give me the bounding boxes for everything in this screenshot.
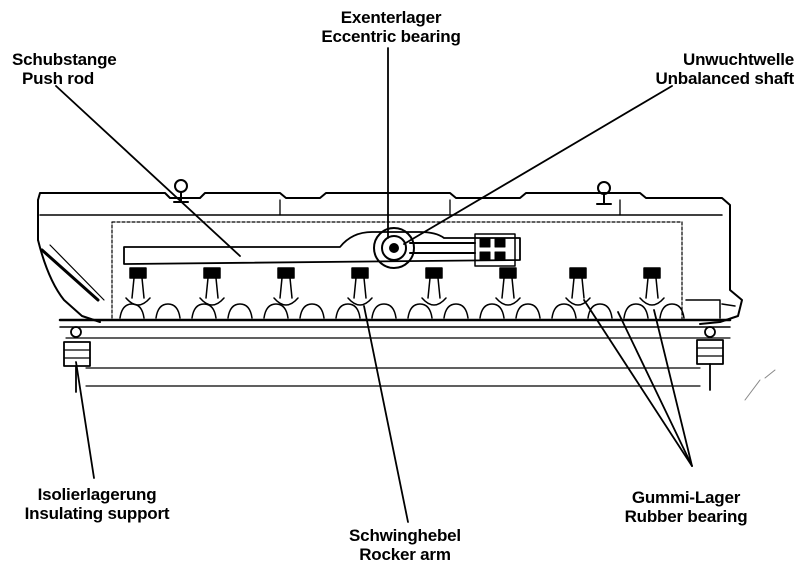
rocker-arm — [421, 267, 447, 306]
label-push-rod: Schubstange Push rod — [12, 50, 117, 88]
label-unbalanced-shaft-de: Unwuchtwelle — [683, 50, 794, 69]
leader-insulating-support — [75, 361, 95, 479]
leader-unbalanced-shaft — [403, 85, 673, 245]
label-eccentric-bearing: Exenterlager Eccentric bearing — [308, 8, 474, 46]
label-rocker-arm-en: Rocker arm — [359, 545, 451, 564]
label-rubber-bearing-en: Rubber bearing — [624, 507, 748, 526]
leader-push-rod — [55, 85, 241, 257]
trough-housing — [37, 192, 743, 328]
label-unbalanced-shaft-en: Unbalanced shaft — [655, 69, 795, 88]
rocker-arm — [565, 267, 591, 306]
label-insulating-support-en: Insulating support — [24, 504, 170, 523]
label-insulating-support-de: Isolierlagerung — [37, 485, 157, 504]
lifting-eye-right — [596, 181, 612, 205]
rocker-arm — [125, 267, 151, 306]
label-rubber-bearing: Gummi-Lager Rubber bearing — [606, 488, 766, 526]
leader-rocker-arm — [363, 305, 409, 523]
rocker-arm — [273, 267, 299, 306]
label-rubber-bearing-de: Gummi-Lager — [631, 488, 741, 507]
insulating-support-left — [63, 326, 91, 393]
rocker-arm — [639, 267, 665, 306]
eccentric-bearing-shaft — [373, 227, 516, 269]
leader-lines — [55, 47, 693, 523]
leader-rubber-bearing-2 — [617, 311, 693, 467]
leader-rubber-bearing-3 — [653, 309, 693, 467]
label-push-rod-de: Schubstange — [12, 50, 117, 69]
rocker-arm — [199, 267, 225, 306]
label-push-rod-en: Push rod — [22, 69, 95, 88]
rocker-arm-row — [125, 267, 665, 306]
label-eccentric-bearing-en: Eccentric bearing — [321, 27, 461, 46]
label-rocker-arm: Schwinghebel Rocker arm — [330, 526, 480, 564]
label-eccentric-bearing-de: Exenterlager — [340, 8, 442, 27]
rocker-arm — [347, 267, 373, 306]
push-rod-beam — [123, 231, 521, 265]
base-frame — [65, 337, 731, 387]
rubber-bearing-row — [119, 303, 685, 319]
rocker-arm — [495, 267, 521, 306]
label-insulating-support: Isolierlagerung Insulating support — [4, 485, 190, 523]
label-rocker-arm-de: Schwinghebel — [349, 526, 461, 545]
insulating-support-right — [696, 326, 724, 391]
leader-rubber-bearing-1 — [583, 299, 693, 467]
label-unbalanced-shaft: Unwuchtwelle Unbalanced shaft — [604, 50, 795, 88]
